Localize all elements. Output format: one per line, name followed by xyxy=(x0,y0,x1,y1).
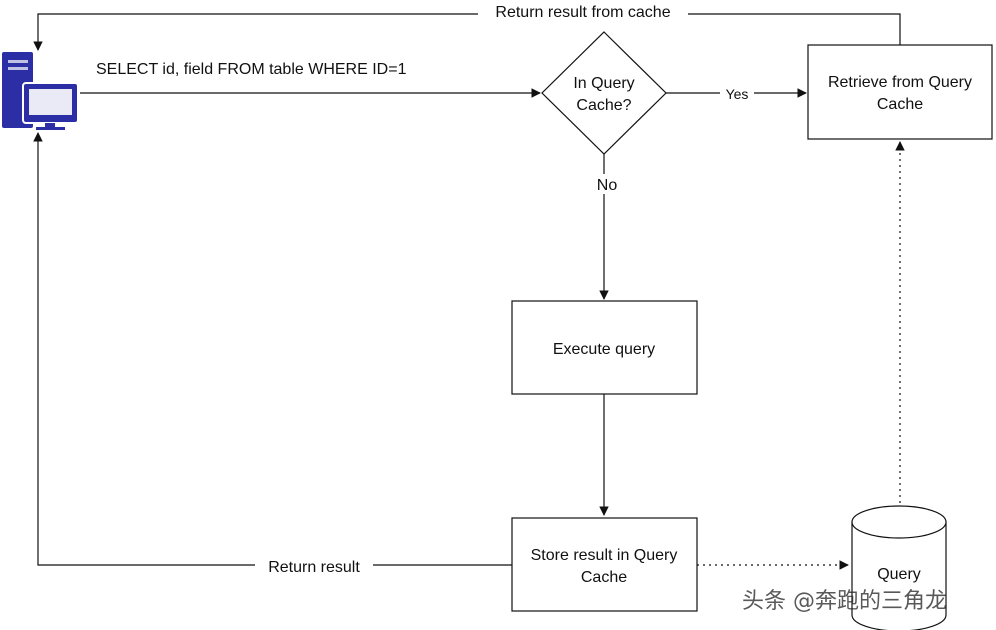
decision-label-line1: In Query xyxy=(573,75,634,92)
decision-label-line2: Cache? xyxy=(576,97,631,114)
decision-node-in-query-cache xyxy=(541,31,667,155)
edge-label-no: No xyxy=(597,177,618,194)
query-cache-database xyxy=(851,505,947,630)
edge-label-query: SELECT id, field FROM table WHERE ID=1 xyxy=(96,61,407,78)
execute-query-node xyxy=(511,300,698,395)
edge-label-return-result: Return result xyxy=(268,559,360,576)
edge-return-from-cache xyxy=(33,13,901,51)
store-label-line1: Store result in Query xyxy=(531,547,678,564)
edge-return-result xyxy=(33,132,512,566)
computer-icon xyxy=(2,52,79,130)
store-result-node xyxy=(511,517,698,612)
retrieve-label-line1: Retrieve from Query xyxy=(828,74,972,91)
execute-label: Execute query xyxy=(553,341,655,358)
retrieve-label-line2: Cache xyxy=(877,96,923,113)
store-label-line2: Cache xyxy=(581,569,627,586)
watermark-text: 头条 @奔跑的三角龙 xyxy=(742,589,947,614)
edge-label-return-from-cache: Return result from cache xyxy=(495,4,670,21)
retrieve-from-cache-node xyxy=(807,44,993,140)
edge-label-yes: Yes xyxy=(726,86,749,102)
cache-db-label: Query xyxy=(877,566,921,583)
